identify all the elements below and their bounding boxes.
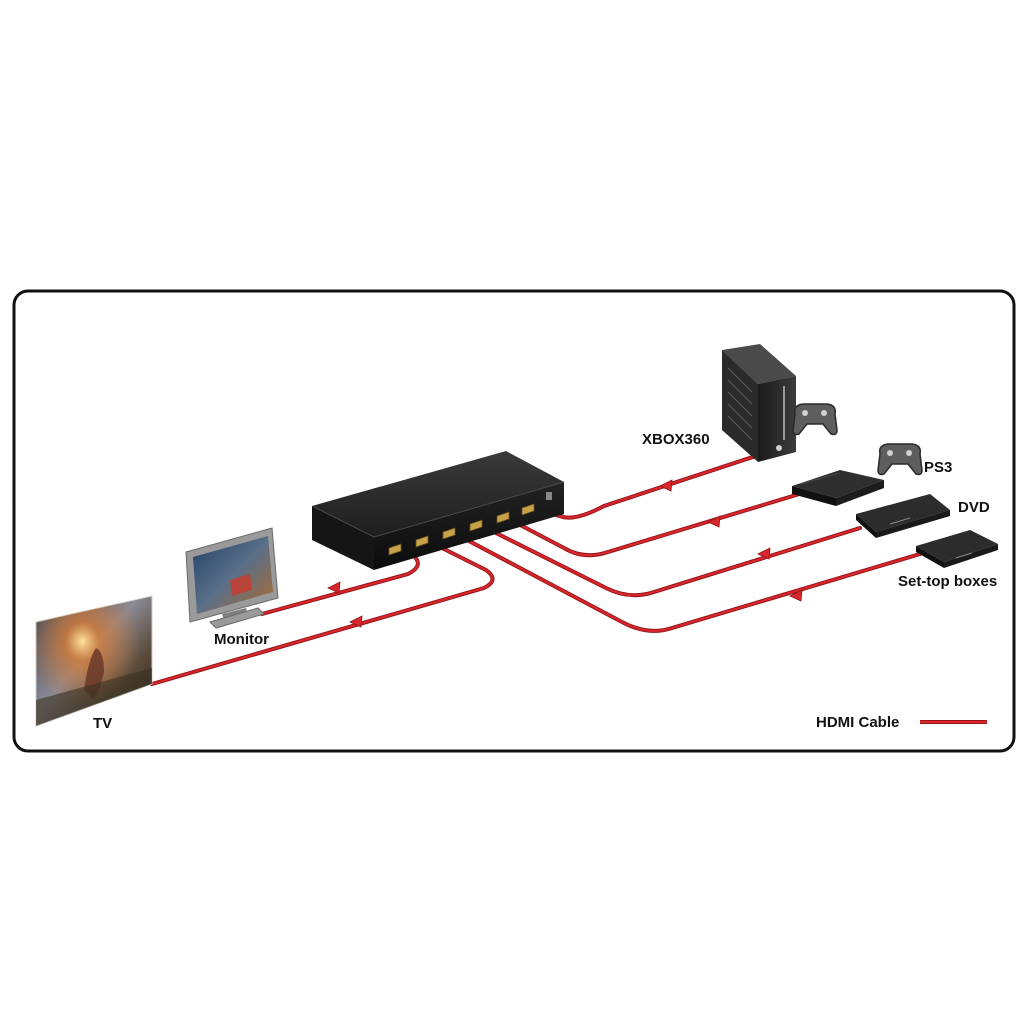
label-xbox360: XBOX360 — [642, 431, 710, 448]
hdmi-port — [469, 519, 483, 532]
hdmi-port — [496, 511, 510, 524]
cable-tv — [150, 538, 495, 686]
label-tv: TV — [93, 715, 113, 732]
arrow-icon — [349, 615, 363, 628]
cable-ps3 — [501, 490, 808, 558]
arrow-icon — [327, 581, 341, 594]
hdmi-port — [521, 503, 535, 516]
xbox360-console-icon — [722, 344, 796, 462]
label-set-top-boxes: Set-top boxes — [898, 573, 998, 590]
arrow-icon — [757, 547, 771, 560]
label-monitor: Monitor — [214, 631, 269, 648]
hdmi-port — [442, 527, 456, 540]
legend-label: HDMI Cable — [816, 714, 900, 731]
hdmi-port — [388, 543, 402, 556]
monitor-icon — [185, 527, 279, 629]
cable-dvd — [476, 522, 862, 598]
label-ps3: PS3 — [924, 459, 953, 476]
arrow-icon — [789, 589, 803, 602]
hdmi-cables — [150, 450, 922, 686]
cable-set-top-box — [450, 530, 922, 633]
label-dvd: DVD — [958, 499, 990, 516]
cable-xbox360 — [526, 450, 770, 520]
set-top-box-icon — [916, 530, 998, 568]
arrow-icon — [707, 515, 721, 528]
gamepad-icon — [792, 403, 838, 436]
ps3-console-icon — [792, 470, 884, 506]
gamepad-icon — [877, 443, 923, 476]
tv-icon — [35, 595, 153, 727]
arrow-icon — [659, 479, 673, 492]
dvd-player-icon — [856, 494, 950, 538]
cable-direction-arrows — [327, 479, 803, 628]
hdmi-port — [415, 535, 429, 548]
hdmi-matrix-box-icon — [311, 451, 565, 570]
